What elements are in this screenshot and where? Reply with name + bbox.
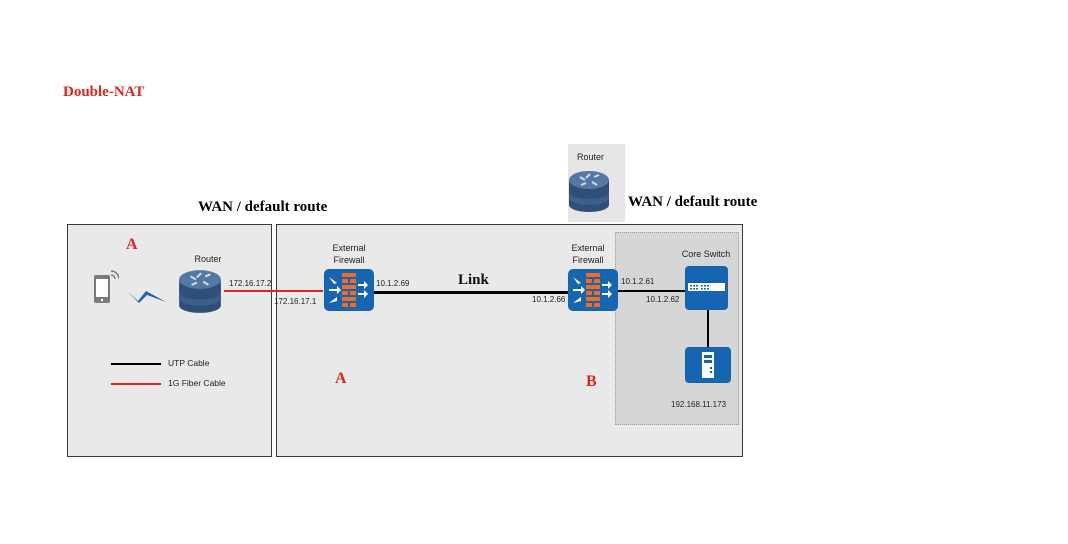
firewall-a-label: External Firewall (317, 242, 381, 266)
firewall-a-label-line1: External (332, 243, 366, 253)
legend-fiber-line (111, 383, 161, 385)
zone-right-letter-b: B (586, 373, 597, 390)
wan-label-right: WAN / default route (628, 194, 758, 210)
utp-cable-switch (616, 290, 686, 292)
router-icon (569, 171, 609, 212)
smartphone-icon (94, 270, 119, 303)
router-ip: 172.16.17.2 (229, 279, 272, 288)
server-ip: 192.168.11.173 (671, 400, 727, 409)
utp-cable-server (707, 309, 709, 349)
firewall-icon[interactable] (324, 269, 374, 311)
wireless-link-icon (127, 291, 166, 303)
internet-router-label: Router (576, 152, 604, 162)
firewall-a-label-line2: Firewall (333, 255, 365, 265)
firewall-b-ip-in: 10.1.2.66 (532, 295, 566, 304)
router-icon[interactable] (175, 267, 225, 315)
firewall-a-ip-out: 10.1.2.69 (376, 279, 410, 288)
server-icon[interactable] (685, 347, 731, 383)
zone-right-letter-a: A (335, 370, 347, 387)
firewall-a-ip-in: 172.16.17.1 (274, 297, 317, 306)
firewall-b-label: External Firewall (556, 242, 620, 266)
fiber-cable (224, 290, 323, 292)
zone-left-letter: A (126, 236, 138, 253)
internet-router[interactable]: Router (568, 144, 625, 222)
firewall-icon[interactable] (568, 269, 618, 311)
legend-fiber-label: 1G Fiber Cable (168, 378, 226, 388)
firewall-b-label-line1: External (571, 243, 605, 253)
link-label: Link (458, 272, 489, 288)
legend-utp-label: UTP Cable (168, 358, 210, 368)
core-switch-label: Core Switch (681, 249, 731, 259)
zone-right: A B External Firewall 172.16.17.1 10.1.2… (274, 224, 743, 457)
core-switch-ip: 10.1.2.62 (646, 295, 680, 304)
zone-left: A Router 172.16.17.2 UTP Cable 1G Fiber … (67, 224, 272, 457)
utp-cable-link (374, 291, 569, 294)
zone-lan-subzone (615, 232, 739, 425)
switch-icon[interactable] (685, 266, 728, 310)
firewall-b-label-line2: Firewall (572, 255, 604, 265)
page-title: Double-NAT (63, 84, 145, 100)
firewall-b-ip-out: 10.1.2.61 (621, 277, 655, 286)
legend-utp-line (111, 363, 161, 365)
router-label: Router (194, 254, 222, 264)
wan-label-left: WAN / default route (198, 199, 328, 215)
